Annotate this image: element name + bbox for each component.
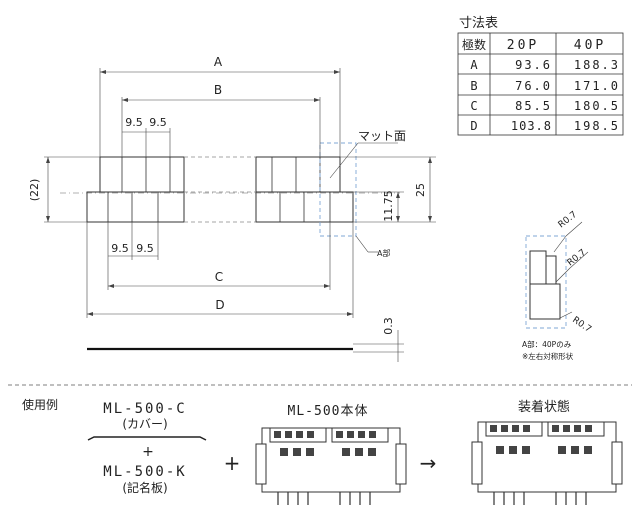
cover-name: (カバー) <box>122 417 167 431</box>
table-title: 寸法表 <box>459 16 498 31</box>
dim-label-b: B <box>214 83 222 97</box>
table-cell: 198.5 <box>574 119 620 133</box>
plus-sign-outer: + <box>224 451 241 475</box>
dim-pitch-top-2: 9.5 <box>149 116 167 129</box>
table-header-40p: 40P <box>574 38 606 53</box>
table-row-label: D <box>470 119 477 133</box>
usage-section: 使用例 ML-500-C (カバー) + ML-500-K (記名板) + ML… <box>22 397 623 505</box>
detail-note-40p: A部：40Pのみ <box>522 339 572 349</box>
cover-sheet-shape <box>87 436 207 441</box>
detail-note-symmetric: ※左右対称形状 <box>522 351 574 361</box>
table-header-poles: 極数 <box>462 37 486 52</box>
dim-label-25: 25 <box>414 183 427 197</box>
arrow-right-icon: → <box>420 451 437 475</box>
matte-surface-label: マット面 <box>358 129 406 143</box>
plate-code: ML-500-K <box>103 464 186 480</box>
dim-label-thickness: 0.3 <box>382 317 395 335</box>
dimension-lines: A B 9.5 9.5 9.5 9.5 C D <box>28 55 436 318</box>
table-cell: 85.5 <box>515 99 552 113</box>
table-cell: 93.6 <box>515 58 552 72</box>
dimension-table: 寸法表 極数 20P 40P A 93.6 188.3 B 76.0 171.0… <box>457 16 624 136</box>
plus-sign-inner: + <box>142 444 154 460</box>
mounted-state-image <box>471 421 623 505</box>
dim-label-c: C <box>215 270 223 284</box>
dim-pitch-bottom-1: 9.5 <box>111 242 129 255</box>
part-a-label: A部 <box>377 248 390 258</box>
table-header-20p: 20P <box>507 38 539 53</box>
table-cell: 171.0 <box>574 79 620 93</box>
table-cell: 103.8 <box>511 119 552 133</box>
table-row-label: C <box>470 99 477 113</box>
dim-label-d: D <box>215 298 224 312</box>
table-cell: 76.0 <box>515 79 552 93</box>
front-view <box>60 142 400 237</box>
plate-name: (記名板) <box>122 480 167 495</box>
cover-code: ML-500-C <box>103 401 186 417</box>
body-title: ML-500本体 <box>288 404 369 419</box>
dim-pitch-bottom-2: 9.5 <box>136 242 154 255</box>
sheet-side-view: 0.3 <box>87 317 404 362</box>
radius-label-3: R0.7 <box>570 315 593 335</box>
table-cell: 188.3 <box>574 58 620 72</box>
dim-label-1175: 11.75 <box>382 190 395 222</box>
table-row-label: A <box>470 58 478 72</box>
detail-a-view: R0.7 R0.7 R0.7 A部：40Pのみ ※左右対称形状 <box>522 210 593 361</box>
mounted-title: 装着状態 <box>518 399 570 415</box>
dim-pitch-top-1: 9.5 <box>125 116 143 129</box>
usage-title: 使用例 <box>22 397 58 412</box>
connector-body-image <box>255 427 407 505</box>
table-row-label: B <box>470 79 477 93</box>
table-cell: 180.5 <box>574 99 620 113</box>
detail-a-box <box>319 142 357 237</box>
radius-label-2: R0.7 <box>566 248 588 269</box>
dim-label-22: (22) <box>28 179 41 202</box>
dim-label-a: A <box>214 55 223 69</box>
